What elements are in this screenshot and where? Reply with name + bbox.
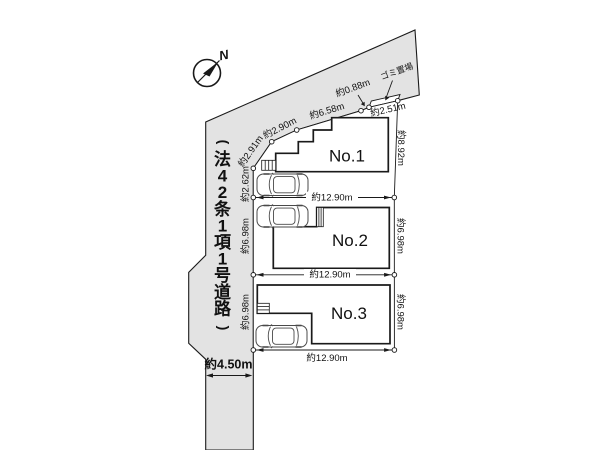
dim-lot2-south: 約12.90m xyxy=(309,269,350,281)
dim-road-width: 約4.50m xyxy=(205,356,253,371)
boundary-nodes xyxy=(250,97,401,353)
compass: N xyxy=(192,47,231,88)
compass-circle xyxy=(192,58,222,88)
road-width-arrow xyxy=(206,373,253,378)
road-label-char: 2 xyxy=(218,183,227,202)
road-label-char: 1 xyxy=(218,216,227,235)
lot3-label: No.3 xyxy=(331,304,367,323)
dim088-leader-line xyxy=(357,94,365,107)
dim-lot2-west: 約6.98m xyxy=(240,218,252,254)
label-backer-1 xyxy=(306,191,358,204)
road-label-char: 号 xyxy=(214,266,231,285)
car-no3 xyxy=(255,323,308,349)
dim-lot1-east: 約8.92m xyxy=(395,130,407,166)
road-label-char: 項 xyxy=(214,233,232,252)
road-label-char: 道 xyxy=(214,282,231,302)
car-no2 xyxy=(256,203,309,229)
dim-lot1-south: 約12.90m xyxy=(311,191,352,203)
road-label-char: ) xyxy=(216,326,232,331)
road-label-char: 路 xyxy=(214,298,232,318)
dim-lot3-east: 約6.98m xyxy=(394,294,406,330)
dim-lot3-west: 約6.98m xyxy=(240,294,252,330)
garbage-leader-line xyxy=(385,80,393,101)
road-label-char: ( xyxy=(216,140,232,145)
stairs-no1 xyxy=(261,159,277,171)
lot2-label: No.2 xyxy=(332,231,368,250)
road-label-char: 1 xyxy=(218,250,227,269)
road-label: ( 法 4 2 条 1 項 1 号 道 路 ) xyxy=(213,140,232,331)
road-label-char: 法 xyxy=(214,149,231,169)
label-backer-2 xyxy=(304,269,356,281)
lot1-label: No.1 xyxy=(329,146,365,165)
north-arrow-icon xyxy=(203,61,219,77)
house-no1 xyxy=(274,116,390,173)
stairs-no2 xyxy=(316,207,324,228)
stairs-no3 xyxy=(256,302,270,314)
car-no1 xyxy=(256,172,309,198)
dim-lot3-south: 約12.90m xyxy=(306,352,347,364)
dim-lot2-east: 約6.98m xyxy=(394,218,406,254)
road-label-char: 4 xyxy=(218,167,228,186)
north-label: N xyxy=(218,47,231,64)
dim-lot1-west: 約2.62m xyxy=(240,166,252,202)
road-label-char: 条 xyxy=(213,199,232,219)
dim-arrows xyxy=(256,195,392,352)
